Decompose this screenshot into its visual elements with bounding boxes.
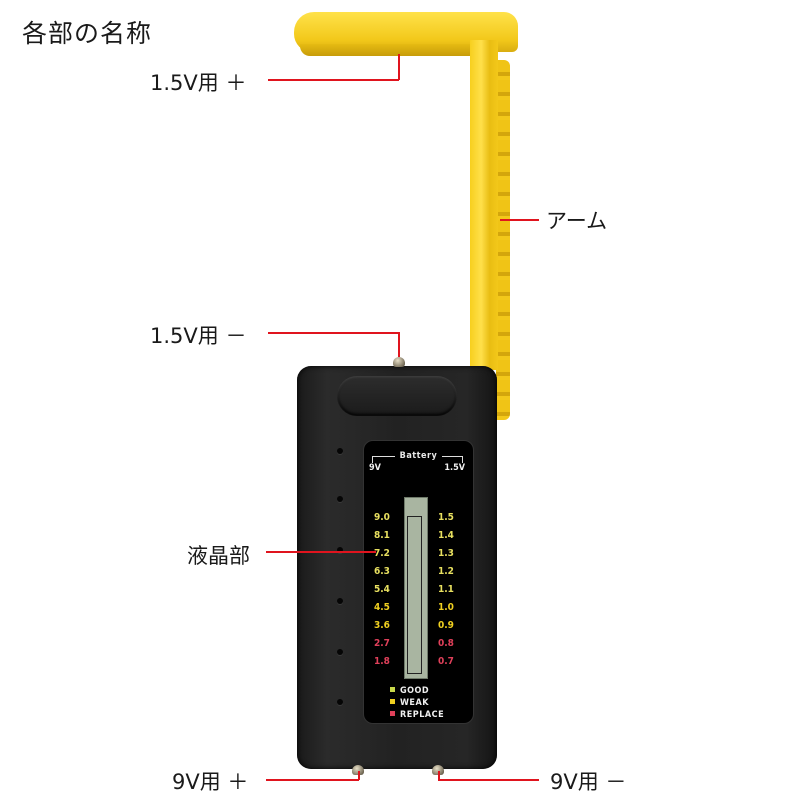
callout-9v-minus: 9V用 －	[550, 770, 627, 794]
legend-replace: REPLACE	[390, 709, 444, 721]
lcd-bar	[404, 497, 428, 679]
callout-line	[266, 551, 376, 553]
body-dot	[337, 448, 343, 454]
lcd-panel: Battery 9V 1.5V 9.0 8.1 7.2 6.3 5.4 4.5 …	[363, 440, 474, 724]
legend-weak: WEAK	[390, 697, 444, 709]
contact-pin-9v-plus	[352, 765, 364, 775]
legend-good: GOOD	[390, 685, 444, 697]
arm-teeth	[496, 60, 510, 420]
arm-top-underside	[300, 44, 488, 56]
scale-9v-item: 8.1	[374, 530, 390, 541]
page-title: 各部の名称	[22, 19, 153, 48]
callout-line	[438, 771, 440, 780]
callout-line	[358, 771, 360, 780]
top-slot	[337, 376, 457, 416]
scale-9v-item: 9.0	[374, 512, 390, 523]
scale-15v-item: 1.0	[438, 602, 454, 613]
callout-arm: アーム	[546, 209, 608, 233]
legend: GOOD WEAK REPLACE	[390, 685, 444, 721]
callout-9v-plus: 9V用 ＋	[172, 770, 249, 794]
scale-9v-item: 7.2	[374, 548, 390, 559]
scale-9v-item: 1.8	[374, 656, 390, 667]
battery-heading: Battery	[399, 451, 438, 461]
body-dot	[337, 699, 343, 705]
scale-9v-item: 6.3	[374, 566, 390, 577]
scale-15v-item: 1.4	[438, 530, 454, 541]
scale-9v-item: 4.5	[374, 602, 390, 613]
body-dot	[337, 496, 343, 502]
scale-15v-item: 1.1	[438, 584, 454, 595]
body-dot	[337, 547, 343, 553]
scale-15v-item: 1.2	[438, 566, 454, 577]
scale-15v-item: 0.9	[438, 620, 454, 631]
arm-vertical	[470, 40, 498, 370]
weak-square-icon	[390, 699, 395, 704]
header-9v: 9V	[369, 463, 381, 473]
scale-15v-item: 0.7	[438, 656, 454, 667]
scale-15v: 1.5 1.4 1.3 1.2 1.1 1.0 0.9 0.8 0.7	[438, 509, 454, 671]
callout-line	[438, 779, 539, 781]
scale-9v-item: 3.6	[374, 620, 390, 631]
bracket-left	[372, 456, 395, 463]
contact-pin-15v-minus	[393, 357, 405, 367]
contact-pin-9v-minus	[432, 765, 444, 775]
scale-9v: 9.0 8.1 7.2 6.3 5.4 4.5 3.6 2.7 1.8	[374, 509, 390, 671]
good-square-icon	[390, 687, 395, 692]
scale-9v-item: 5.4	[374, 584, 390, 595]
scale-15v-item: 1.3	[438, 548, 454, 559]
scale-9v-item: 2.7	[374, 638, 390, 649]
callout-15v-minus: 1.5V用 －	[150, 324, 247, 348]
lcd-level-outline	[407, 516, 422, 674]
callout-15v-plus: 1.5V用 ＋	[150, 71, 247, 95]
callout-line	[268, 332, 399, 334]
header-15v: 1.5V	[444, 463, 465, 473]
bracket-right	[442, 456, 463, 463]
body-dot	[337, 649, 343, 655]
scale-15v-item: 0.8	[438, 638, 454, 649]
callout-line	[398, 54, 400, 80]
callout-line	[500, 219, 539, 221]
callout-line	[266, 779, 359, 781]
replace-square-icon	[390, 711, 395, 716]
callout-line	[268, 79, 399, 81]
scale-15v-item: 1.5	[438, 512, 454, 523]
callout-line	[398, 332, 400, 357]
callout-lcd: 液晶部	[187, 544, 250, 568]
body-dot	[337, 598, 343, 604]
